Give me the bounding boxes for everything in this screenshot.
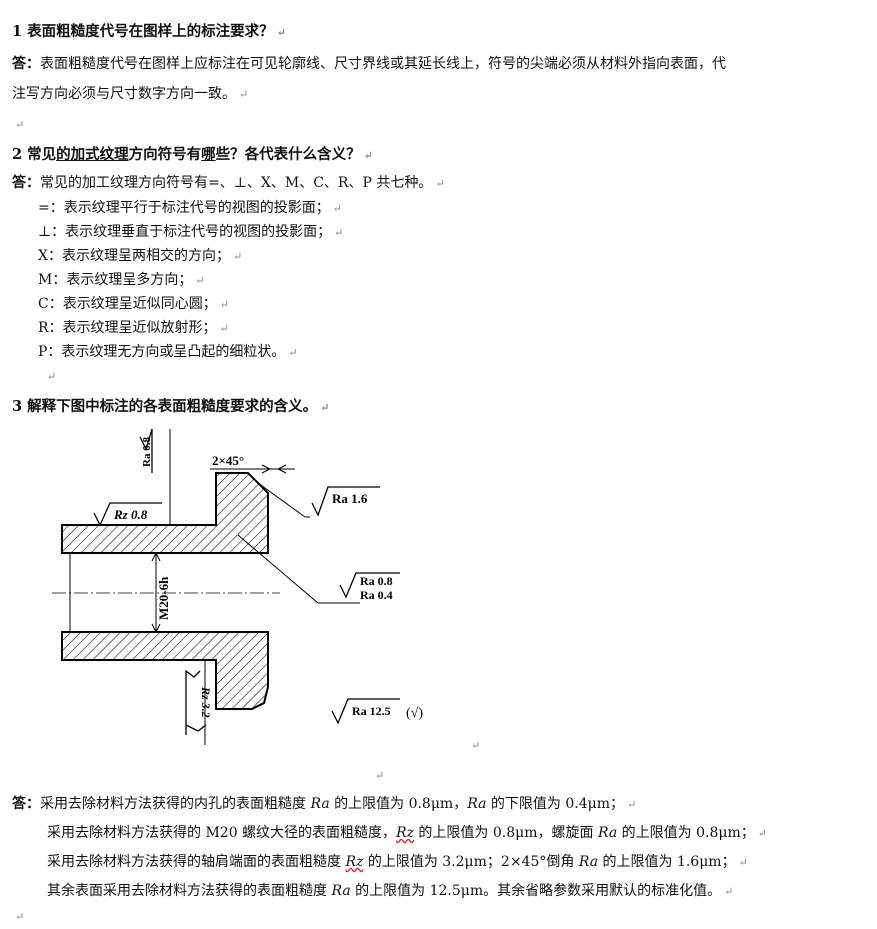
texture-item-parallel: =：表示纹理平行于标注代号的视图的投影面；↵: [38, 200, 342, 216]
answer-3-line-2: 采用去除材料方法获得的 M20 螺纹大径的表面粗糙度，Rz 的上限值为 0.8μ…: [47, 825, 767, 841]
upper-section-hatch: [61, 472, 269, 554]
texture-item-perpendicular: ⊥：表示纹理垂直于标注代号的视图的投影面；↵: [38, 224, 344, 240]
roughness-symbol-ra08-ra04: Ra 0.8 Ra 0.4: [339, 572, 400, 602]
answer-3-line-4: 其余表面采用去除材料方法获得的表面粗糙度 Ra 的上限值为 12.5μm。其余省…: [47, 883, 734, 899]
texture-item-crossed: X：表示纹理呈两相交的方向；↵: [38, 248, 243, 264]
roughness-symbol-ra08-top: Ra 0.8: [139, 428, 153, 473]
rz08-label: Rz 0.8: [113, 507, 148, 522]
question-3-title: 3 解释下图中标注的各表面粗糙度要求的含义。↵: [12, 398, 330, 415]
paragraph-mark: ↵: [375, 769, 385, 782]
roughness-symbol-rz32: Rz 3.2: [185, 669, 213, 735]
answer-3-line-1: 答：采用去除材料方法获得的内孔的表面粗糙度 Ra 的上限值为 0.8μm，Ra …: [12, 796, 637, 812]
texture-item-multidirectional: M：表示纹理呈多方向；↵: [38, 272, 205, 288]
lower-section-hatch: [61, 631, 269, 710]
question-2-title: 2 常见的加式纹理方向符号有哪些？各代表什么含义？↵: [12, 146, 373, 163]
texture-item-circular: C：表示纹理呈近似同心圆；↵: [38, 296, 229, 312]
question-1-title: 1 表面粗糙度代号在图样上的标注要求？↵: [12, 23, 286, 40]
texture-item-particulate: P：表示纹理无方向或呈凸起的细粒状。↵: [38, 344, 298, 360]
ra125-label: Ra 12.5: [352, 704, 391, 718]
default-mark: (√): [406, 706, 423, 721]
answer-1-line-2: 注写方向必须与尺寸数字方向一致。↵: [12, 86, 249, 102]
ra04-lower-label: Ra 0.4: [360, 588, 393, 602]
answer-2-intro: 答：常见的加工纹理方向符号有=、⊥、X、M、C、R、P 共七种。↵: [12, 175, 445, 191]
leader-ra16: [257, 482, 306, 518]
paragraph-mark: ↵: [15, 118, 25, 131]
roughness-symbol-ra125: Ra 12.5 (√): [331, 698, 423, 725]
leader-ra08-ra04: [237, 534, 319, 604]
ra08-top-label: Ra 0.8: [141, 437, 153, 467]
paragraph-mark: ↵: [471, 739, 481, 752]
rz32-label: Rz 3.2: [199, 686, 213, 718]
texture-item-radial: R：表示纹理呈近似放射形；↵: [38, 320, 229, 336]
part-drawing: Ra 0.8 2×45° Ra 1.6 Rz 0.8 M20-6h Ra 0.8…: [52, 428, 423, 745]
ra08-upper-label: Ra 0.8: [360, 574, 393, 588]
thread-label: M20-6h: [156, 576, 171, 620]
chamfer-label: 2×45°: [212, 453, 244, 468]
paragraph-mark: ↵: [15, 910, 25, 923]
answer-3-line-3: 采用去除材料方法获得的轴肩端面的表面粗糙度 Rz 的上限值为 3.2μm；2×4…: [47, 854, 748, 870]
paragraph-mark: ↵: [47, 370, 57, 383]
roughness-symbol-rz08: Rz 0.8: [93, 502, 162, 527]
ra16-label: Ra 1.6: [332, 491, 368, 506]
answer-1-line-1: 答：表面粗糙度代号在图样上应标注在可见轮廓线、尺寸界线或其延长线上，符号的尖端必…: [12, 56, 726, 72]
roughness-symbol-ra16: Ra 1.6: [311, 486, 380, 517]
